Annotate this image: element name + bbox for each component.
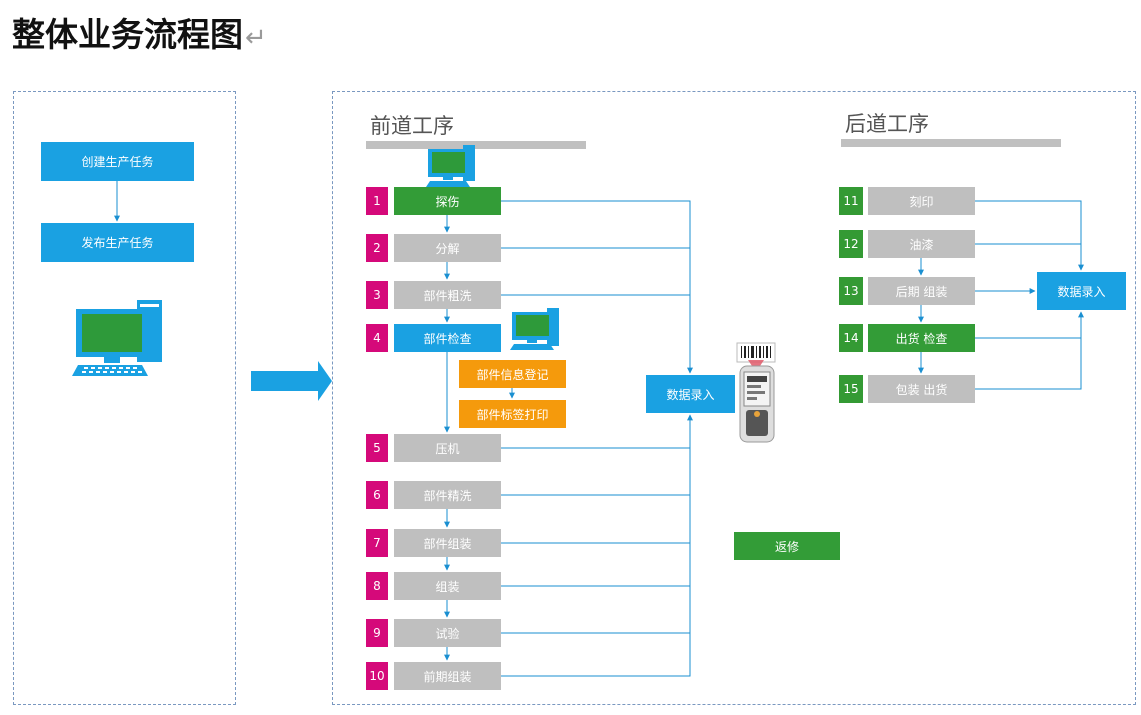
page-title-text: 整体业务流程图 [12,15,243,54]
step-number: 5 [366,434,388,462]
step-part-check: 部件检查 [394,324,501,352]
back-section-bar [841,139,1061,147]
step-later-assembly: 后期 组装 [868,277,975,305]
step-painting: 油漆 [868,230,975,258]
step-number: 9 [366,619,388,647]
back-section-title: 后道工序 [845,112,929,136]
computer-icon-step4 [510,308,559,350]
step-number: 14 [839,324,863,352]
front-section-title: 前道工序 [370,114,454,138]
desktop-computer-icon [72,300,162,376]
step-engraving: 刻印 [868,187,975,215]
step-number: 13 [839,277,863,305]
step-disassembly: 分解 [394,234,501,262]
return-mark-icon: ↵ [245,23,267,53]
step-number: 11 [839,187,863,215]
step-packing-shipping: 包装 出货 [868,375,975,403]
left-panel [13,91,236,705]
rework-node: 返修 [734,532,840,560]
connector-1-data [501,200,693,374]
step-rough-wash: 部件粗洗 [394,281,501,309]
publish-task-node: 发布生产任务 [41,223,194,262]
step-number: 6 [366,481,388,509]
step-number: 1 [366,187,388,215]
step-number: 2 [366,234,388,262]
step-number: 7 [366,529,388,557]
front-section-bar [366,141,586,149]
step-number: 10 [366,662,388,690]
step-part-assembly: 部件组装 [394,529,501,557]
step-number: 12 [839,230,863,258]
part-label-print: 部件标签打印 [459,400,566,428]
big-arrow-icon [251,361,332,401]
step-number: 4 [366,324,388,352]
step-test: 试验 [394,619,501,647]
create-task-node: 创建生产任务 [41,142,194,181]
process-panel [332,91,1136,705]
step-number: 15 [839,375,863,403]
barcode-scanner-icon [736,342,776,443]
step-shipping-check: 出货 检查 [868,324,975,352]
front-data-entry: 数据录入 [646,375,735,413]
connector-15-data [975,311,1084,390]
computer-icon-step1 [426,145,475,187]
part-info-register: 部件信息登记 [459,360,566,388]
back-data-entry: 数据录入 [1037,272,1126,310]
step-assembly: 组装 [394,572,501,600]
step-inspection: 探伤 [394,187,501,215]
step-early-assembly: 前期组装 [394,662,501,690]
step-number: 8 [366,572,388,600]
connector-10-data [501,414,693,677]
step-fine-wash: 部件精洗 [394,481,501,509]
step-press: 压机 [394,434,501,462]
page-title: 整体业务流程图↵ [12,8,267,56]
connector-11-data [975,200,1084,271]
step-number: 3 [366,281,388,309]
